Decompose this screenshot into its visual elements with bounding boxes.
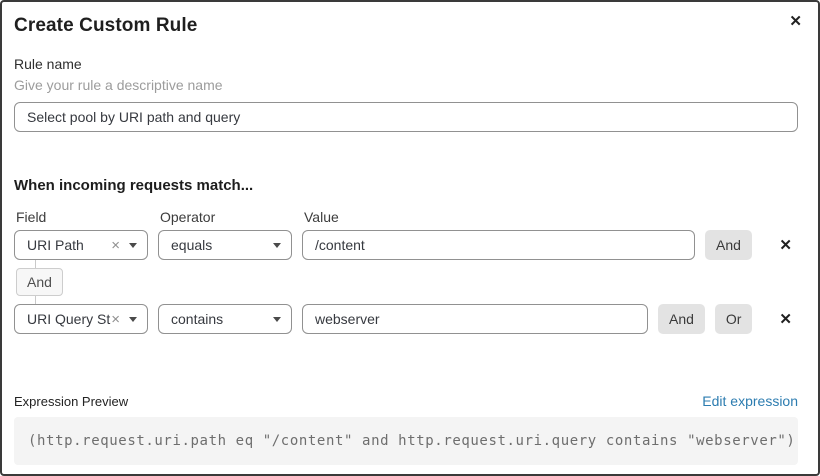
field-select[interactable]: URI Query St... × [14,304,148,334]
and-button[interactable]: And [658,304,705,334]
operator-select[interactable]: equals [158,230,292,260]
close-icon[interactable]: ✕ [785,10,806,34]
delete-row-icon[interactable]: ✕ [775,234,796,256]
chevron-down-icon [129,316,137,322]
condition-row: URI Path × equals And ✕ [14,230,798,260]
match-heading: When incoming requests match... [14,177,254,194]
edit-expression-link[interactable]: Edit expression [702,393,798,409]
chevron-down-icon [273,316,281,322]
expression-code: (http.request.uri.path eq "/content" and… [14,417,798,465]
row-connector: And [14,260,798,304]
dialog-title: Create Custom Rule [14,15,198,36]
value-input[interactable] [302,230,695,260]
rule-name-helper-text: Give your rule a descriptive name [14,77,223,93]
or-button[interactable]: Or [714,304,753,334]
operator-select-value: equals [171,237,213,253]
clear-icon[interactable]: × [111,236,120,254]
field-select-value: URI Path [27,237,84,253]
operator-column-label: Operator [160,209,216,225]
expression-header: Expression Preview Edit expression [14,392,798,411]
connector-and-badge: And [16,268,63,296]
chevron-down-icon [129,242,137,248]
delete-row-icon[interactable]: ✕ [775,308,796,330]
chevron-down-icon [273,242,281,248]
expression-preview-label: Expression Preview [14,394,129,409]
field-select-value: URI Query St... [27,311,111,327]
rule-name-label: Rule name [14,56,82,72]
operator-select[interactable]: contains [158,304,292,334]
operator-select-value: contains [171,311,224,327]
and-button[interactable]: And [705,230,752,260]
field-select[interactable]: URI Path × [14,230,148,260]
clear-icon[interactable]: × [111,310,120,328]
value-column-label: Value [304,209,339,225]
rule-name-input[interactable] [14,102,798,132]
column-labels: Field Operator Value [14,209,798,226]
field-column-label: Field [16,209,47,225]
condition-row: URI Query St... × contains And Or ✕ [14,304,798,334]
value-input[interactable] [302,304,648,334]
